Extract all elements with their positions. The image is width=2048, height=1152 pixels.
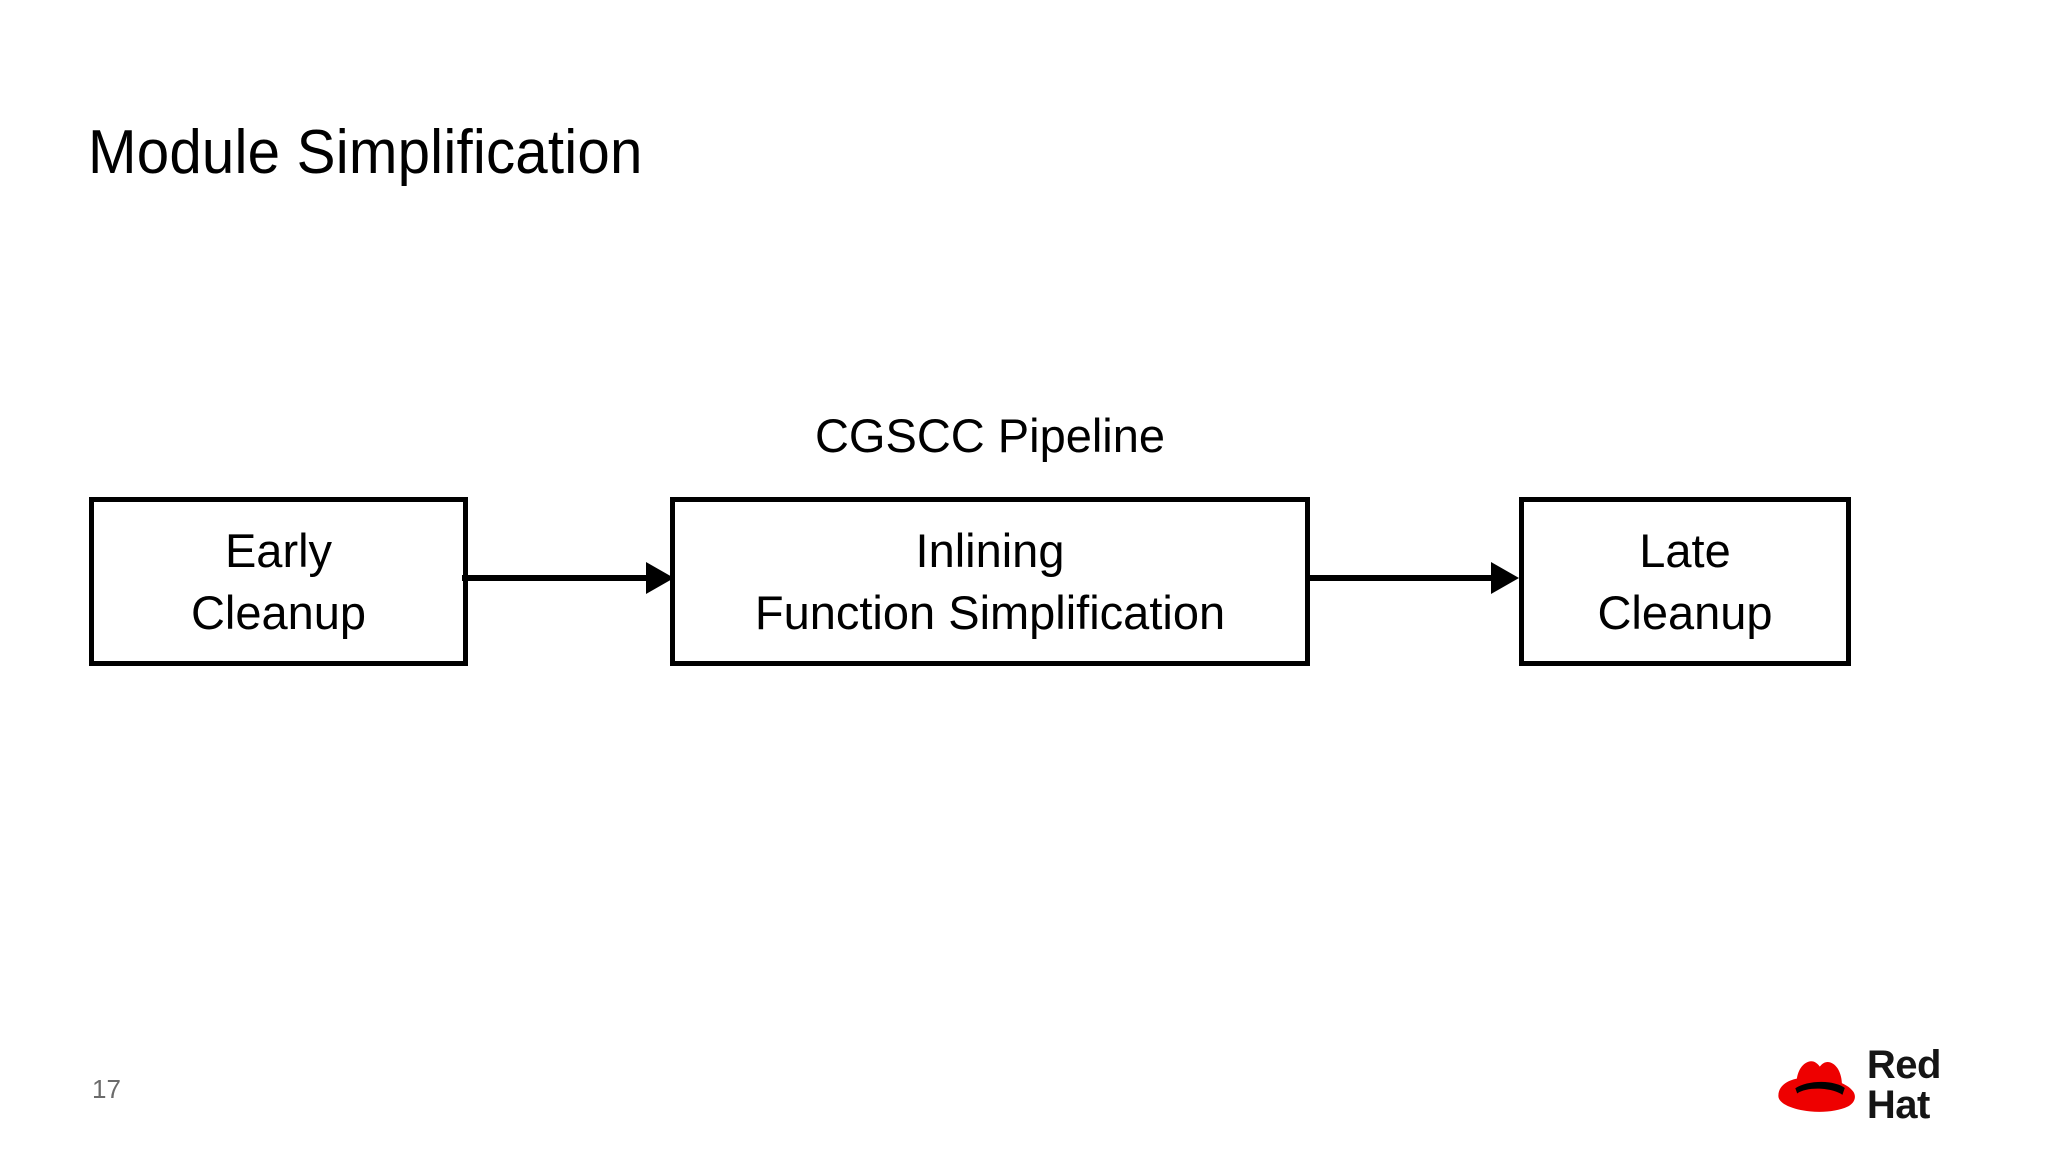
red-hat-wordmark: Red Hat — [1866, 1043, 1942, 1127]
cgscc-pipeline-label: CGSCC Pipeline — [814, 409, 1166, 462]
red-hat-logo: Red Hat — [1776, 1045, 2006, 1125]
flow-box-early-cleanup-line2: Cleanup — [190, 585, 367, 639]
flow-box-late-cleanup-line2: Cleanup — [1597, 585, 1773, 639]
arrow-early-to-cgscc — [462, 562, 674, 594]
page-number: 17 — [92, 1074, 121, 1104]
page-title: Module Simplification — [88, 118, 643, 187]
flow-box-cgscc-pipeline-line2: Function Simplification — [754, 585, 1226, 639]
flow-box-cgscc-pipeline: Inlining Function Simplification — [670, 497, 1310, 666]
red-hat-fedora-icon — [1778, 1061, 1855, 1112]
flow-box-late-cleanup-line1: Late — [1639, 523, 1731, 577]
flow-box-early-cleanup: Early Cleanup — [89, 497, 468, 666]
arrow-cgscc-to-late — [1305, 562, 1519, 594]
flow-box-cgscc-pipeline-line1: Inlining — [915, 523, 1065, 577]
flow-box-early-cleanup-line1: Early — [224, 523, 333, 577]
flow-box-late-cleanup: Late Cleanup — [1519, 497, 1851, 666]
